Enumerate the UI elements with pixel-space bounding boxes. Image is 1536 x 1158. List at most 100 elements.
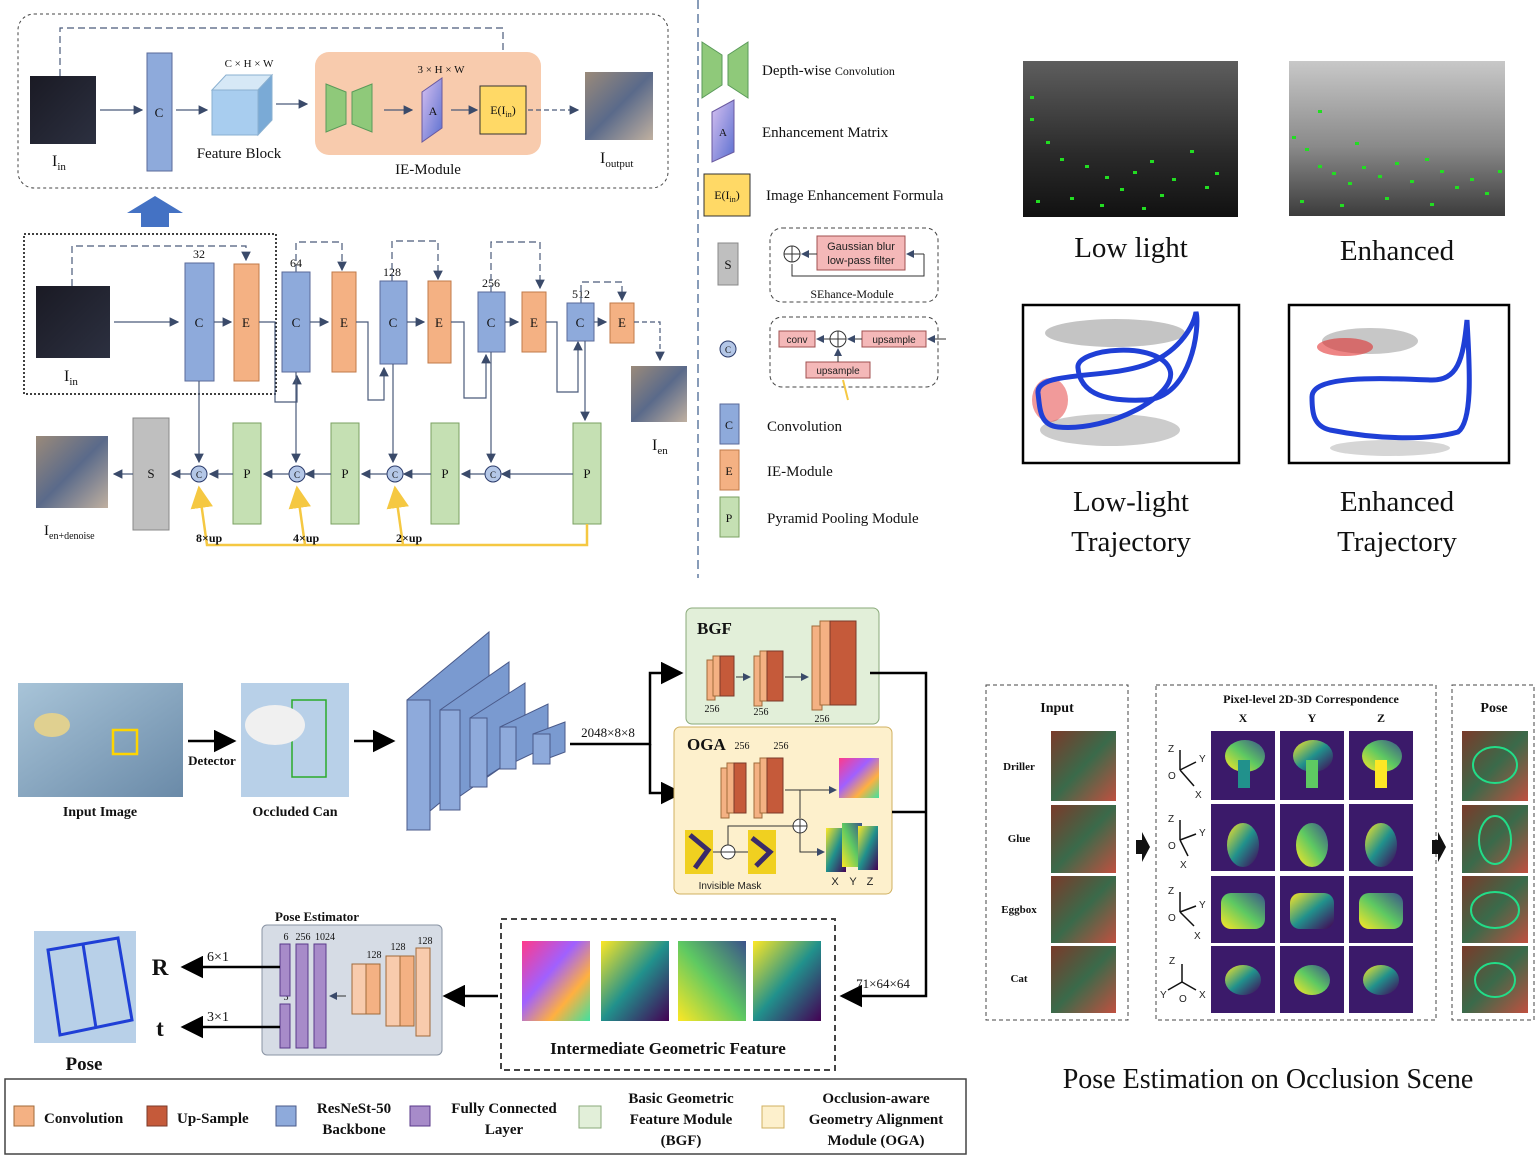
arrow-right-icon [1432,832,1446,862]
correspondence-title: Pixel-level 2D-3D Correspondence [1223,692,1399,706]
ie-module-overview: Iin C C × H × W Feature Block 3 × H × W … [17,13,669,189]
pp-legend-icon [719,496,740,538]
sehance-title: SEhance-Module [810,287,893,301]
i-output-label: Ioutput [600,150,633,170]
axis-x-1: X [1195,790,1202,801]
scene-object [34,713,70,737]
upsample-mini-text: upsample [872,335,916,346]
ie-block [609,302,635,344]
xyz-z: Z [867,876,874,888]
stage-4: 256 C E [477,241,547,353]
input-thumb [1051,805,1116,873]
channel-label: 512 [572,287,590,301]
concat-frame [769,316,939,388]
bgf-dim: 256 [705,704,720,715]
legend-backbone-2: Backbone [322,1122,386,1138]
pose-label: Pose [66,1054,103,1075]
conv-mini [778,330,816,348]
conv-letter: C [195,315,204,330]
concat-letter: C [196,470,202,480]
axis-o-1: O [1168,771,1176,782]
legend-enh-matrix: Enhancement Matrix [762,125,889,141]
stage-2: 64 C E [281,241,357,373]
up-label-4x: 4×up [293,531,320,545]
object-glue: Glue [1008,833,1031,845]
conv-letter: C [487,315,496,330]
enhanced-image [1289,61,1505,216]
enhanced-caption: Enhanced [1340,235,1455,267]
estimator-conv-blocks [351,947,431,1037]
oga-dim: 256 [735,741,750,752]
ie-legend-icon [719,449,740,491]
axis-o-3: O [1168,913,1176,924]
link [356,321,389,401]
bottom-legend: Convolution Up-Sample ResNeSt-50 Backbon… [4,1078,967,1155]
input-image-dark [30,76,96,144]
legend-formula: Image Enhancement Formula [766,188,944,204]
conv-block [566,302,595,342]
low-light-point-cloud [1032,319,1185,446]
pose-estimator-title: Pose Estimator [275,909,359,924]
xyz-y: Y [849,876,857,888]
gaussian-text-2: low-pass filter [827,255,895,267]
axis-x-3: X [1194,931,1201,942]
axis-x-4: X [1199,990,1206,1001]
legend-convolution: Convolution [767,419,843,435]
link [259,321,302,403]
conv-block [146,52,173,172]
ie-module-label: IE-Module [395,162,461,178]
pp-block [430,422,460,525]
intermediate-frame [500,918,836,1071]
skip [71,245,251,286]
encoder-input-image [36,286,110,358]
link [451,321,491,399]
input-scene-image [18,683,183,797]
enhancement-matrix [421,77,443,143]
s-letter: S [147,466,154,481]
pose-outline [1472,746,1518,784]
conv-letter: C [389,315,398,330]
i-in-label: Iin [52,153,66,173]
pp-legend-letter: P [726,511,733,525]
axis-y-1: Y [1199,754,1206,765]
s-block [132,417,170,531]
pose-outline [1478,815,1512,865]
low-light-trajectory-plot [1021,303,1241,465]
legend-fc-icon [409,1105,431,1127]
legend-frame [4,1078,967,1155]
big-up-arrow [127,196,183,227]
pose-bbox [46,936,134,1037]
enhanced-point-cloud [1317,328,1450,456]
input-frame [985,684,1129,1021]
sehance-loop [791,254,925,277]
legend-oga-1: Occlusion-aware [822,1091,930,1107]
upsample-path [190,485,589,547]
axis-y-2: Y [1199,828,1206,839]
conv-dim: 128 [391,942,406,953]
formula-text: E(Iin) [490,103,516,119]
channel-label: 64 [290,256,302,270]
to-output [634,321,665,362]
formula-block [479,85,527,135]
low-traj-caption-1: Low-light [1073,486,1189,518]
low-light-trajectory [1035,311,1200,430]
s-icon-letter: S [724,257,731,272]
feature-cube-front [211,89,259,136]
output-image [585,72,653,140]
detector-label: Detector [188,753,236,768]
input-image-label: Input Image [63,805,137,820]
feature-map [522,941,590,1021]
i-en-label: Ien [652,437,668,457]
link [546,321,583,393]
upsample-mini-text-2: upsample [816,366,860,377]
axis-z-1: Z [1168,744,1174,755]
oga-dim: 256 [774,741,789,752]
bgf-dim: 256 [754,707,769,718]
ie-legend-letter: E [725,464,732,478]
channel-label: 256 [482,276,500,290]
up-label-8x: 8×up [196,531,223,545]
gaussian-block [816,235,906,271]
overview-frame [17,13,669,189]
yellow-hint [842,379,849,401]
